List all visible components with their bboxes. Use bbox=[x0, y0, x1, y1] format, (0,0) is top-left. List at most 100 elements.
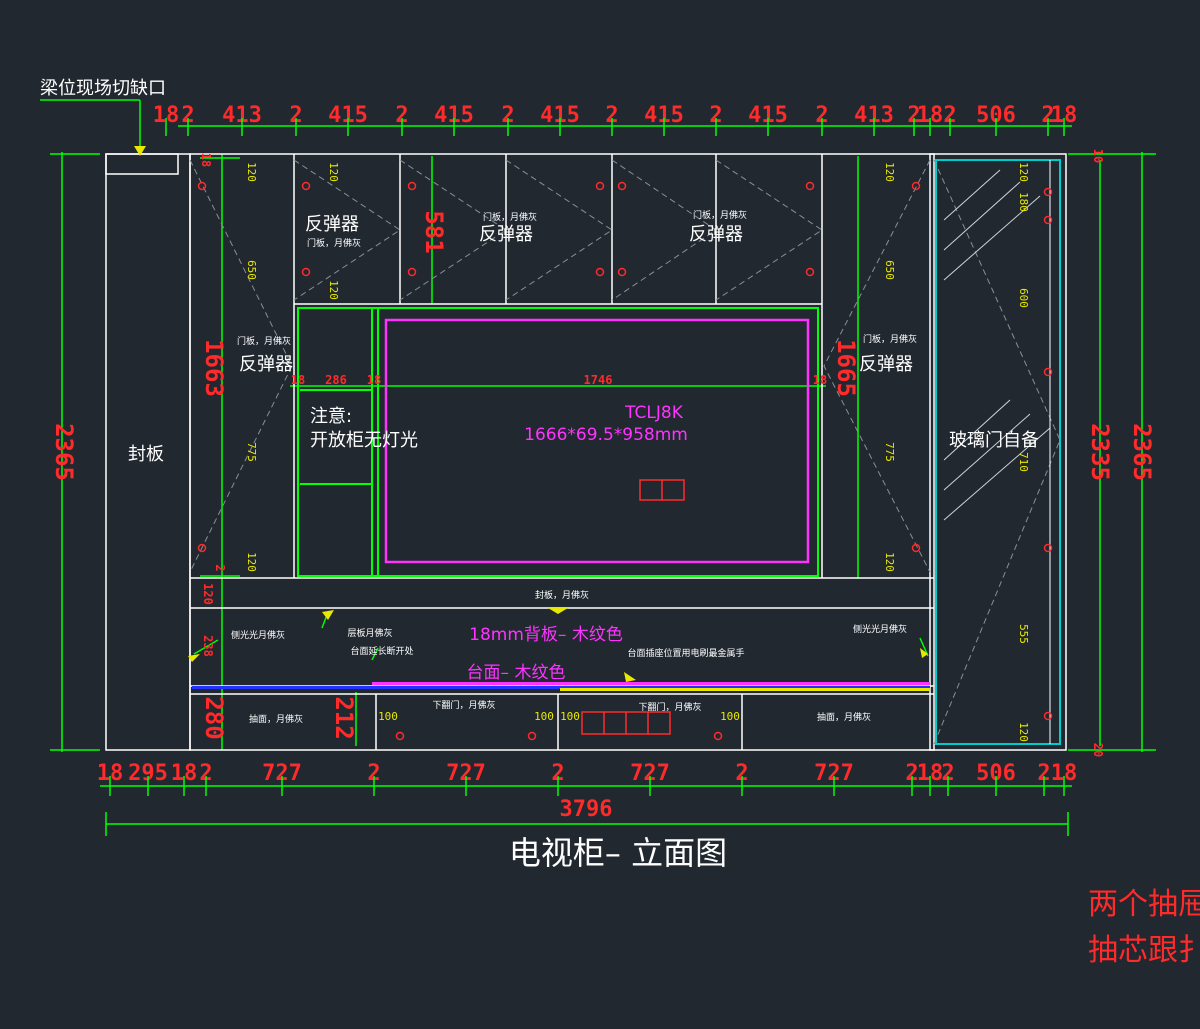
top-dimension-label: 2 bbox=[181, 103, 194, 128]
yellow-dim: 120 bbox=[245, 552, 258, 572]
arrow-markers bbox=[134, 146, 928, 682]
seal-note: 封板，月佛灰 bbox=[535, 589, 589, 601]
yellow-dim: 600 bbox=[1017, 288, 1030, 308]
hinge-marker bbox=[395, 731, 405, 741]
layer-note: 层板月佛灰 bbox=[347, 627, 392, 639]
yellow-dim: 120 bbox=[245, 162, 258, 182]
hinge-marker bbox=[617, 181, 627, 191]
drawer-note: 抽面，月佛灰 bbox=[249, 713, 303, 725]
drawer-dim: 100 bbox=[534, 710, 554, 723]
left-col-dim: 120 bbox=[201, 583, 215, 605]
hinge-marker bbox=[1043, 711, 1053, 721]
glass-door bbox=[935, 159, 1061, 745]
left-col-dim: 2 bbox=[213, 564, 227, 571]
bottom-dimension-label: 2 bbox=[367, 761, 380, 786]
rebound-label: 反弹器 bbox=[479, 224, 533, 245]
top-dimension-label: 2 bbox=[289, 103, 302, 128]
bottom-dimension-label: 2 bbox=[941, 761, 954, 786]
yellow-dim: 120 bbox=[1017, 162, 1030, 182]
right-height-outer: 2365 bbox=[1128, 423, 1156, 481]
hinge-marker bbox=[911, 181, 921, 191]
door-note: 门板，月佛灰 bbox=[307, 237, 361, 249]
panel-label: 封板 bbox=[128, 444, 164, 465]
yellow-dim: 775 bbox=[883, 442, 896, 462]
countertop-label: 台面– 木纹色 bbox=[467, 663, 566, 683]
hinge-marker bbox=[407, 181, 417, 191]
right-end-dim-bottom: 20 bbox=[1091, 743, 1105, 757]
door-note: 门板，月佛灰 bbox=[237, 335, 291, 347]
rebound-label: 反弹器 bbox=[689, 224, 743, 245]
top-dimension-label: 2 bbox=[395, 103, 408, 128]
yellow-dim: 120 bbox=[883, 552, 896, 572]
glass-door-label: 玻璃门自备 bbox=[949, 430, 1039, 451]
left-col-dim: 1663 bbox=[200, 339, 228, 397]
bottom-dimension-label: 2 bbox=[735, 761, 748, 786]
yellow-dim: 120 bbox=[883, 162, 896, 182]
back-panel-label: 18mm背板– 木纹色 bbox=[469, 625, 623, 645]
corner-note-line1: 两个抽屉 bbox=[1088, 887, 1200, 922]
door-note: 门板，月佛灰 bbox=[483, 211, 537, 223]
corner-note-line2: 抽芯跟扌 bbox=[1088, 933, 1200, 968]
left-col-dim: 18 bbox=[199, 153, 213, 167]
hinge-marker bbox=[1043, 543, 1053, 553]
top-note: 梁位现场切缺口 bbox=[40, 78, 166, 99]
door-swing-lines bbox=[189, 159, 1061, 745]
note-text: 开放柜无灯光 bbox=[310, 430, 418, 451]
door-note: 门板，月佛灰 bbox=[863, 333, 917, 345]
middle-dim: 1665 bbox=[832, 339, 860, 397]
hinge-marker bbox=[197, 181, 207, 191]
bottom-dimension-label: 2 bbox=[1037, 761, 1050, 786]
hinge-marker bbox=[713, 731, 723, 741]
drawer-dim: 100 bbox=[378, 710, 398, 723]
hinge-marker bbox=[301, 181, 311, 191]
tv-model: TCLJ8K bbox=[624, 403, 684, 423]
right-height-inner: 2335 bbox=[1086, 423, 1114, 481]
socket-note: 台面插座位置用电刷最金属手 bbox=[627, 647, 744, 659]
yellow-dim: 120 bbox=[1017, 722, 1030, 742]
side-panel-note: 侧光光月佛灰 bbox=[853, 623, 907, 635]
middle-dim: 212 bbox=[330, 696, 358, 739]
hinge-marker bbox=[617, 267, 627, 277]
hinge-marker bbox=[527, 731, 537, 741]
dimension-lines bbox=[40, 99, 1156, 836]
bottom-dimension-label: 2 bbox=[199, 761, 212, 786]
right-end-dim-top: 10 bbox=[1091, 149, 1105, 163]
rebound-label: 反弹器 bbox=[305, 214, 359, 235]
yellow-dim: 555 bbox=[1017, 624, 1030, 644]
hinge-marker bbox=[1043, 215, 1053, 225]
flip-door-note: 下翻门，月佛灰 bbox=[638, 701, 701, 713]
flip-door-note: 下翻门，月佛灰 bbox=[432, 699, 495, 711]
yellow-dim: 120 bbox=[327, 162, 340, 182]
counter-cut-note: 台面延长断开处 bbox=[350, 645, 413, 657]
yellow-dim: 710 bbox=[1017, 452, 1030, 472]
yellow-dim: 180 bbox=[1017, 192, 1030, 212]
yellow-dim: 120 bbox=[327, 280, 340, 300]
hinge-markers bbox=[197, 181, 1053, 741]
hinge-marker bbox=[805, 267, 815, 277]
left-height: 2365 bbox=[50, 423, 78, 481]
tv-row-dim: 18 bbox=[291, 373, 305, 387]
hinge-marker bbox=[1043, 187, 1053, 197]
note-title: 注意: bbox=[310, 406, 352, 427]
side-panel-note: 侧光光月佛灰 bbox=[231, 629, 285, 641]
hinge-marker bbox=[407, 267, 417, 277]
hinge-marker bbox=[1043, 367, 1053, 377]
top-dimension-label: 2 bbox=[709, 103, 722, 128]
sockets bbox=[581, 479, 685, 735]
hinge-marker bbox=[595, 267, 605, 277]
tv-row-dim: 18 bbox=[813, 373, 827, 387]
drawing-title: 电视柜– 立面图 bbox=[509, 834, 727, 872]
bottom-dimension-label: 2 bbox=[905, 761, 918, 786]
rebound-label: 反弹器 bbox=[859, 354, 913, 375]
tv-size: 1666*69.5*958mm bbox=[524, 425, 688, 445]
hinge-marker bbox=[301, 267, 311, 277]
yellow-dim: 650 bbox=[245, 260, 258, 280]
door-note: 门板，月佛灰 bbox=[693, 209, 747, 221]
tv-outline bbox=[384, 318, 810, 564]
drawer-note: 抽面，月佛灰 bbox=[817, 711, 871, 723]
top-dimension-label: 2 bbox=[815, 103, 828, 128]
hinge-marker bbox=[911, 543, 921, 553]
